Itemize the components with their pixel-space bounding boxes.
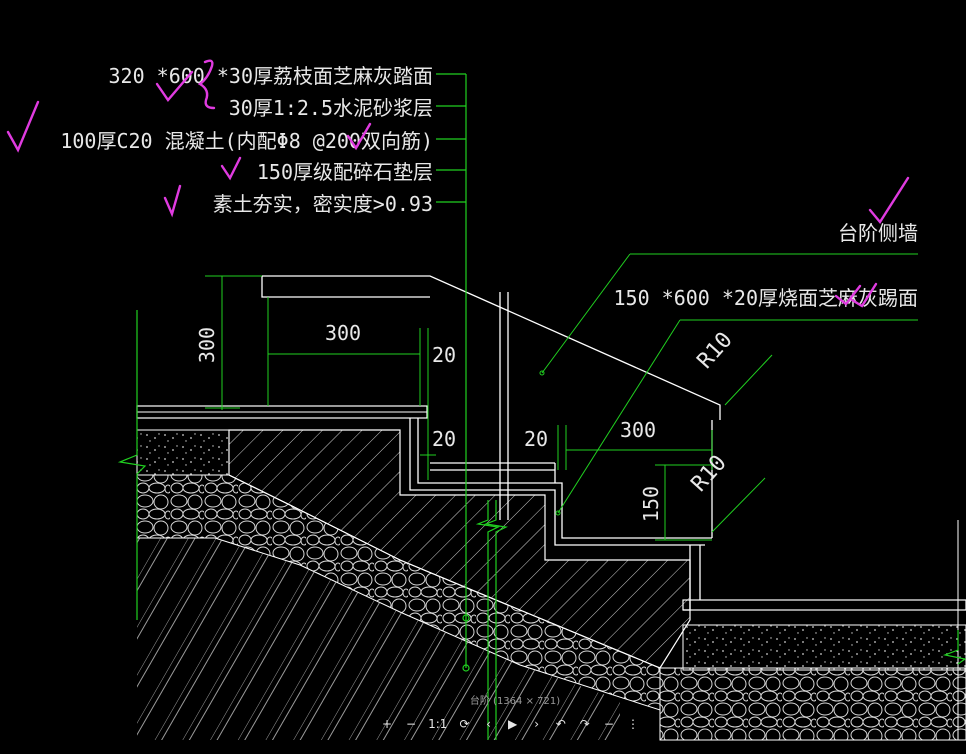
dim-300-horizontal: 300 <box>325 321 361 345</box>
checkmark-icon <box>868 176 910 225</box>
dim-150: 150 <box>639 486 663 522</box>
checkmark-icon <box>6 100 40 153</box>
layer-label-soil: 素土夯实，密实度>0.93 <box>213 192 433 216</box>
dim-20-upper: 20 <box>432 343 456 367</box>
previous-button[interactable]: ‹ <box>486 717 491 731</box>
layer-leader <box>436 73 470 672</box>
callout-side-wall: 台阶侧墙 <box>838 221 918 245</box>
checkmark-icon <box>220 156 242 181</box>
next-button[interactable]: › <box>534 717 540 731</box>
checkmark-icon <box>346 122 372 151</box>
layer-label-paving: 320 *600 *30厚荔枝面芝麻灰踏面 <box>109 64 434 88</box>
checkmark-icon <box>155 70 194 102</box>
actual-size-button[interactable]: 1:1 <box>428 717 448 731</box>
dim-300-vertical: 300 <box>195 327 219 363</box>
step-outline <box>261 275 721 611</box>
zoom-out-button[interactable]: − <box>406 717 417 731</box>
checkmark-icon <box>834 284 862 306</box>
dim-300-right: 300 <box>620 418 656 442</box>
layer-labels: 320 *600 *30厚荔枝面芝麻灰踏面 30厚1:2.5水泥砂浆层 100厚… <box>60 64 433 216</box>
layer-label-concrete: 100厚C20 混凝土(内配Φ8 @200双向筋) <box>60 129 433 153</box>
rotate-left-icon[interactable]: ↶ <box>555 717 566 731</box>
dim-20-lower: 20 <box>432 427 456 451</box>
left-ground-section <box>136 405 691 740</box>
play-button[interactable]: ▶ <box>508 717 518 731</box>
minimize-button[interactable]: − <box>603 717 614 731</box>
dim-r10-upper: R10 <box>693 328 738 374</box>
dimension-lines <box>205 253 918 541</box>
layer-label-gravel: 150厚级配碎石垫层 <box>257 160 433 184</box>
layer-label-mortar: 30厚1:2.5水泥砂浆层 <box>229 96 433 120</box>
brace-icon <box>197 59 216 110</box>
checkmark-icon <box>850 282 878 308</box>
dim-r10-lower: R10 <box>687 451 732 497</box>
rotate-right-icon[interactable]: ↷ <box>579 717 590 731</box>
zoom-in-button[interactable]: + <box>381 717 393 731</box>
image-caption: 台阶 (1364 × 721) <box>469 696 561 707</box>
more-icon[interactable]: ⋮ <box>626 717 639 731</box>
right-ground-section <box>659 520 966 741</box>
checkmark-icon <box>163 184 182 218</box>
break-lines <box>117 310 966 740</box>
image-viewer-toolbar: + − 1:1 ⟳ ‹ ▶ › ↶ ↷ − ⋮ <box>380 712 640 736</box>
review-checkmarks <box>6 59 910 308</box>
dim-20-middle: 20 <box>524 427 548 451</box>
reset-icon[interactable]: ⟳ <box>459 717 470 731</box>
